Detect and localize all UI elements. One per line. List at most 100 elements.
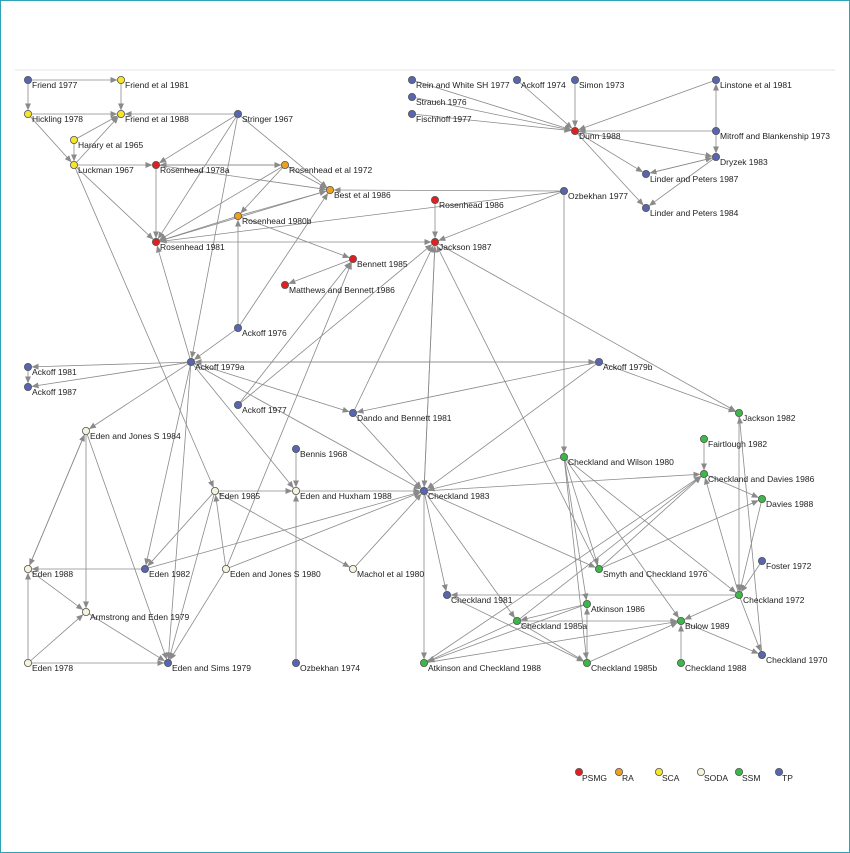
node-marker[interactable] xyxy=(712,127,721,136)
node-rosenhead1972[interactable]: Rosenhead et al 1972 xyxy=(280,160,372,175)
node-marker[interactable] xyxy=(712,76,721,85)
node-eden1982[interactable]: Eden 1982 xyxy=(140,565,190,579)
node-marker[interactable] xyxy=(70,135,79,144)
node-fairtlough1982[interactable]: Fairtlough 1982 xyxy=(700,434,767,449)
node-rosenhead1986[interactable]: Rosenhead 1986 xyxy=(430,195,504,210)
node-marker[interactable] xyxy=(430,195,439,204)
node-friend1988[interactable]: Friend et al 1988 xyxy=(117,110,189,124)
node-edenjones1980[interactable]: Eden and Jones S 1980 xyxy=(221,565,321,579)
node-ackoff1976[interactable]: Ackoff 1976 xyxy=(233,323,287,338)
node-marker[interactable] xyxy=(23,565,32,574)
node-ackoff1987[interactable]: Ackoff 1987 xyxy=(23,382,77,397)
node-bennett1985[interactable]: Bennett 1985 xyxy=(348,254,408,269)
node-marker[interactable] xyxy=(117,76,126,85)
node-rosenhead1980b[interactable]: Rosenhead 1980b xyxy=(233,211,312,226)
node-dando1981[interactable]: Dando and Bennett 1981 xyxy=(348,408,452,423)
node-checkland1981[interactable]: Checkland 1981 xyxy=(442,591,513,605)
node-edenhuxham1988[interactable]: Eden and Huxham 1988 xyxy=(291,486,392,501)
node-reinwhite1977[interactable]: Rein and White SH 1977 xyxy=(407,76,510,90)
node-marker[interactable] xyxy=(419,486,428,495)
node-ozbekhan1977[interactable]: Ozbekhan 1977 xyxy=(560,186,628,201)
node-jackson1987[interactable]: Jackson 1987 xyxy=(430,237,492,252)
node-linstone1981[interactable]: Linstone et al 1981 xyxy=(712,76,792,90)
node-marker[interactable] xyxy=(151,160,160,169)
node-bulow1989[interactable]: Bulow 1989 xyxy=(677,617,730,631)
node-marker[interactable] xyxy=(513,76,522,85)
node-davies1988[interactable]: Davies 1988 xyxy=(758,494,814,509)
node-marker[interactable] xyxy=(325,185,334,194)
node-marker[interactable] xyxy=(186,357,195,366)
node-bennis1968[interactable]: Bennis 1968 xyxy=(291,444,348,459)
node-marker[interactable] xyxy=(513,617,522,626)
node-marker[interactable] xyxy=(23,659,32,668)
node-rosenhead1978a[interactable]: Rosenhead 1978a xyxy=(151,160,230,175)
node-checkland1970[interactable]: Checkland 1970 xyxy=(758,651,828,665)
node-marker[interactable] xyxy=(735,408,744,417)
node-marker[interactable] xyxy=(163,659,172,668)
node-eden1978[interactable]: Eden 1978 xyxy=(23,659,73,673)
node-ackoff1979b[interactable]: Ackoff 1979b xyxy=(595,357,653,372)
node-armstrong1979[interactable]: Armstrong and Eden 1979 xyxy=(82,608,190,622)
node-linder1987[interactable]: Linder and Peters 1987 xyxy=(642,169,739,184)
node-marker[interactable] xyxy=(82,426,91,435)
node-marker[interactable] xyxy=(117,110,126,119)
node-marker[interactable] xyxy=(712,152,721,161)
node-checkdavies1986[interactable]: Checkland and Davies 1986 xyxy=(700,469,815,484)
node-eden1988[interactable]: Eden 1988 xyxy=(23,565,73,579)
node-marker[interactable] xyxy=(233,323,242,332)
node-machol1980[interactable]: Machol et al 1980 xyxy=(348,565,424,579)
node-marker[interactable] xyxy=(677,617,686,626)
node-marker[interactable] xyxy=(233,110,242,119)
node-marker[interactable] xyxy=(221,565,230,574)
node-friend1977[interactable]: Friend 1977 xyxy=(23,76,78,90)
node-checkwilson1980[interactable]: Checkland and Wilson 1980 xyxy=(560,452,674,467)
node-marker[interactable] xyxy=(233,211,242,220)
node-edenjones1984[interactable]: Eden and Jones S 1984 xyxy=(82,426,181,441)
node-marker[interactable] xyxy=(70,160,79,169)
node-marker[interactable] xyxy=(407,76,416,85)
node-marker[interactable] xyxy=(23,362,32,371)
node-marker[interactable] xyxy=(348,408,357,417)
node-foster1972[interactable]: Foster 1972 xyxy=(758,557,812,571)
node-ozbekhan1974[interactable]: Ozbekhan 1974 xyxy=(291,659,360,673)
node-marker[interactable] xyxy=(735,591,744,600)
node-friend1981[interactable]: Friend et al 1981 xyxy=(117,76,189,90)
node-marker[interactable] xyxy=(595,357,604,366)
node-marker[interactable] xyxy=(82,608,91,617)
node-marker[interactable] xyxy=(348,254,357,263)
node-marker[interactable] xyxy=(758,494,767,503)
node-marker[interactable] xyxy=(758,557,767,566)
node-checkland1985a[interactable]: Checkland 1985a xyxy=(513,617,587,631)
node-checkland1985b[interactable]: Checkland 1985b xyxy=(583,659,657,673)
node-best1986[interactable]: Best et al 1986 xyxy=(325,185,391,200)
node-checkland1972[interactable]: Checkland 1972 xyxy=(735,591,805,605)
node-dryzek1983[interactable]: Dryzek 1983 xyxy=(712,152,768,167)
node-marker[interactable] xyxy=(140,565,149,574)
node-marker[interactable] xyxy=(280,280,289,289)
node-ackoff1979a[interactable]: Ackoff 1979a xyxy=(186,357,245,372)
node-marker[interactable] xyxy=(348,565,357,574)
node-marker[interactable] xyxy=(407,93,416,102)
node-marker[interactable] xyxy=(210,486,219,495)
node-strauch1976[interactable]: Strauch 1976 xyxy=(407,93,467,107)
node-marker[interactable] xyxy=(700,469,709,478)
node-marker[interactable] xyxy=(442,591,451,600)
node-marker[interactable] xyxy=(560,452,569,461)
node-marker[interactable] xyxy=(560,186,569,195)
node-marker[interactable] xyxy=(291,659,300,668)
node-marker[interactable] xyxy=(291,486,300,495)
node-marker[interactable] xyxy=(23,110,32,119)
node-marker[interactable] xyxy=(23,76,32,85)
node-marker[interactable] xyxy=(571,76,580,85)
node-edensims1979[interactable]: Eden and Sims 1979 xyxy=(163,659,251,673)
node-checkland1983[interactable]: Checkland 1983 xyxy=(419,486,490,501)
node-marker[interactable] xyxy=(583,659,592,668)
node-smyth1976[interactable]: Smyth and Checkland 1976 xyxy=(595,565,708,579)
node-marker[interactable] xyxy=(151,237,160,246)
node-checkland1988[interactable]: Checkland 1988 xyxy=(677,659,747,673)
node-rosenhead1981[interactable]: Rosenhead 1981 xyxy=(151,237,225,252)
node-marker[interactable] xyxy=(571,127,580,136)
node-ackoff1974[interactable]: Ackoff 1974 xyxy=(513,76,566,90)
node-marker[interactable] xyxy=(407,110,416,119)
node-marker[interactable] xyxy=(595,565,604,574)
